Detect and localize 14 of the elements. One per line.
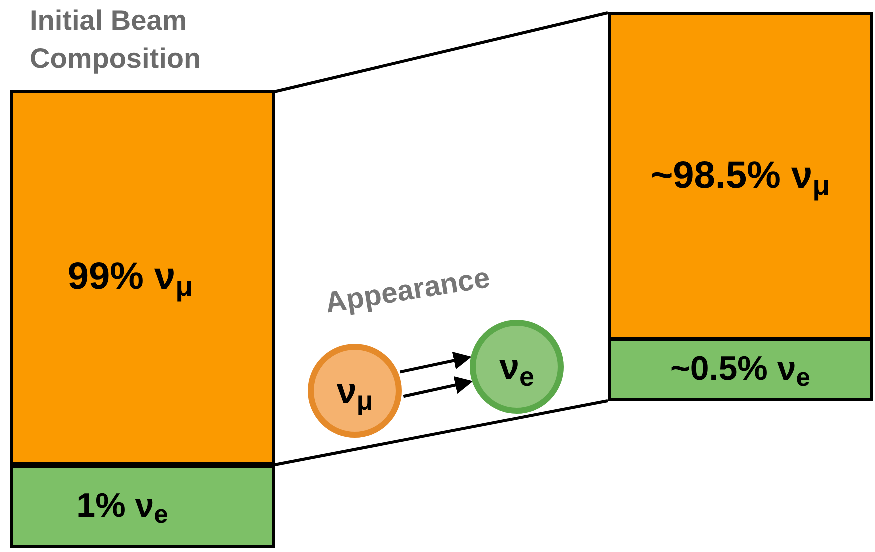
bar-segment [608, 12, 873, 340]
bar-segment [10, 465, 275, 548]
node-label: 99% ν$_{μ}$ [68, 255, 194, 306]
node-label: ~98.5% ν$_{μ}$ [650, 154, 830, 204]
node-label: ν$_{e}$ [499, 345, 535, 394]
bar-segment [10, 90, 275, 465]
connector-line [274, 400, 608, 466]
node-label: ν$_{μ}$ [336, 369, 374, 418]
connector-line [274, 12, 608, 94]
node-label: 1% ν$_{e}$ [76, 486, 170, 532]
title: Initial Beam Composition [30, 4, 202, 76]
node-label: ~0.5% ν$_{e}$ [670, 349, 810, 394]
label: Appearance [322, 261, 494, 322]
bar-segment [608, 338, 873, 401]
